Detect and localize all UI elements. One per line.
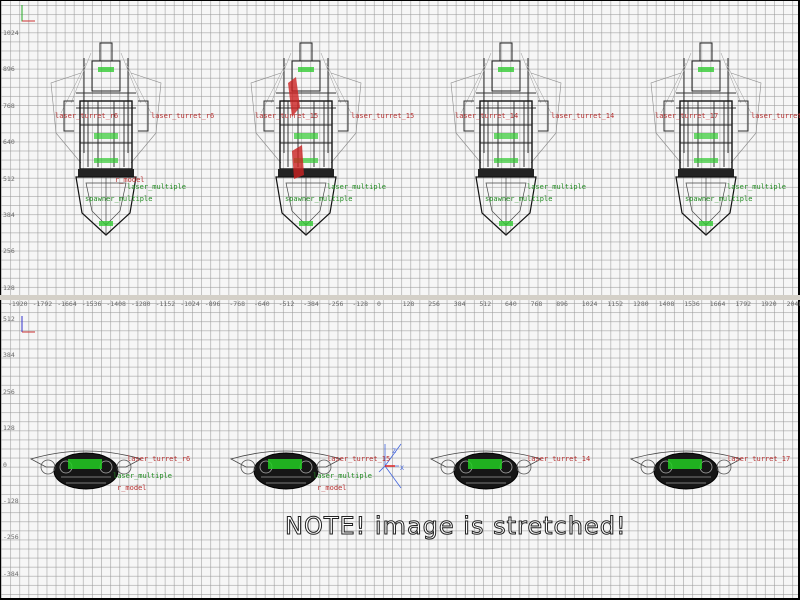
- x-tick-label: -1536: [81, 300, 102, 308]
- x-tick-label: -640: [254, 300, 270, 308]
- turret-entity-label: laser_turret_17: [751, 112, 800, 120]
- y-tick-label: 384: [3, 351, 15, 360]
- ship-top-wireframe[interactable]: [650, 42, 762, 236]
- y-tick-label: 128: [3, 283, 15, 292]
- x-tick-label: -1408: [106, 300, 126, 308]
- turret-entity-label: laser_turret_14: [527, 455, 591, 463]
- turret-entity-label: laser_turret_r6: [127, 455, 191, 463]
- axis-indicator-side: [17, 314, 39, 338]
- x-tick-label: 896: [556, 300, 568, 308]
- y-tick-label: -384: [3, 569, 19, 578]
- x-tick-label: -512: [278, 300, 295, 308]
- viewport-splitter[interactable]: [0, 295, 800, 300]
- x-tick-label: 0: [377, 300, 381, 308]
- y-tick-label: 384: [3, 211, 15, 219]
- axis-gizmo-icon: [21, 316, 35, 333]
- turret-entity-label: laser_turret_15: [351, 112, 415, 120]
- stretched-note: NOTE! image is stretched!: [285, 512, 627, 541]
- ship-top-wireframe[interactable]: [50, 42, 162, 236]
- x-tick-label: -1920: [8, 300, 28, 308]
- x-tick-label: 1792: [735, 300, 752, 308]
- x-tick-label: 1024: [581, 300, 598, 308]
- x-tick-label: 1920: [761, 300, 777, 308]
- multiple-entity-label: laser_multiple: [113, 472, 173, 480]
- x-tick-label: 1664: [709, 300, 726, 308]
- side-viewport[interactable]: Z X: [1, 300, 798, 598]
- x-tick-label: 256: [428, 300, 440, 308]
- ship-side-wireframe[interactable]: [430, 450, 542, 490]
- spawner-entity-label: spawner_multiple: [85, 195, 153, 203]
- model-entity-label: r_model: [115, 176, 145, 184]
- x-tick-label: -1280: [131, 300, 151, 308]
- turret-entity-label: laser_turret_r6: [55, 112, 119, 120]
- x-tick-label: -384: [303, 300, 319, 308]
- multiple-entity-label: laser_multiple: [527, 183, 587, 191]
- x-tick-label: 384: [453, 300, 466, 308]
- spawner-entity-label: spawner_multiple: [485, 195, 553, 203]
- y-tick-label: 512: [3, 174, 15, 183]
- side-wireframe-layer: [30, 443, 742, 490]
- x-tick-label: -896: [204, 300, 221, 308]
- turret-entity-label: laser_turret_15: [255, 112, 319, 120]
- x-tick-label: 1280: [633, 300, 649, 308]
- axis-gizmo-icon: [21, 5, 35, 22]
- x-tick-label: 1152: [607, 300, 624, 308]
- multiple-entity-label: laser_multiple: [327, 183, 387, 191]
- y-tick-label: 256: [3, 247, 15, 256]
- x-tick-label: -256: [327, 300, 344, 308]
- y-tick-label: 768: [3, 101, 15, 110]
- multiple-entity-label: laser_multiple: [727, 183, 787, 191]
- x-tick-label: 1408: [658, 300, 675, 308]
- origin-x-label: X: [400, 464, 404, 472]
- x-tick-label: 1536: [684, 300, 700, 308]
- y-tick-label: 256: [3, 387, 15, 396]
- y-tick-label: 128: [3, 424, 15, 433]
- y-tick-label: 1024: [3, 29, 19, 37]
- x-tick-label: 768: [530, 300, 543, 308]
- x-tick-label: -1792: [32, 300, 53, 308]
- y-tick-label: -256: [3, 533, 19, 542]
- x-tick-label: -1664: [57, 300, 77, 308]
- ship-top-wireframe[interactable]: [250, 42, 362, 236]
- x-tick-label: -128: [352, 300, 369, 308]
- x-tick-label: 512: [479, 300, 492, 308]
- turret-entity-label: laser_turret_14: [455, 112, 519, 120]
- x-tick-label: -1024: [180, 300, 200, 308]
- spawner-entity-label: spawner_multiple: [685, 195, 753, 203]
- x-tick-label: 128: [402, 300, 415, 308]
- turret-entity-label: laser_turret_15: [327, 455, 391, 463]
- turret-entity-label: laser_turret_17: [655, 112, 719, 120]
- model-entity-label: r_model: [317, 484, 347, 492]
- turret-entity-label: laser_turret_14: [551, 112, 615, 120]
- y-tick-label: 0: [3, 460, 7, 469]
- x-tick-label: 640: [505, 300, 517, 308]
- turret-entity-label: laser_turret_r6: [151, 112, 215, 120]
- y-tick-label: 896: [3, 65, 15, 74]
- selected-brush[interactable]: [288, 77, 304, 179]
- world-origin-gizmo: [378, 443, 402, 489]
- spawner-entity-label: spawner_multiple: [285, 195, 353, 203]
- top-wireframe-layer: [50, 42, 762, 236]
- ship-top-wireframe[interactable]: [450, 42, 562, 236]
- turret-entity-label: laser_turret_17: [727, 455, 791, 463]
- y-tick-label: -128: [3, 497, 19, 505]
- ship-side-wireframe[interactable]: [630, 450, 742, 490]
- x-tick-label: 2048: [786, 300, 800, 308]
- multiple-entity-label: laser_multiple: [313, 472, 373, 480]
- x-tick-label: -768: [229, 300, 246, 308]
- model-entity-label: r_model: [117, 484, 147, 492]
- multiple-entity-label: laser_multiple: [127, 183, 187, 191]
- y-tick-label: 512: [3, 315, 15, 323]
- x-tick-label: -1152: [155, 300, 176, 308]
- axis-indicator-top: [17, 3, 39, 27]
- top-viewport[interactable]: [1, 1, 798, 295]
- origin-z-label: Z: [392, 447, 396, 455]
- y-tick-label: 640: [3, 138, 15, 147]
